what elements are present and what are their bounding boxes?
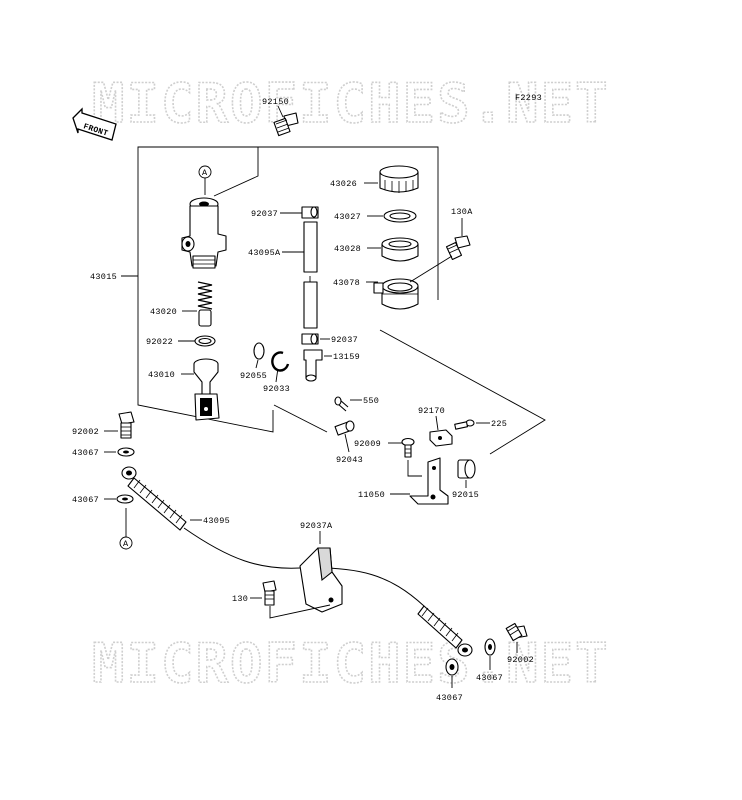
part-92037A-clamp: 92037A [299,521,343,613]
assembly-outline [121,146,546,455]
label-43026: 43026 [330,179,357,189]
svg-text:A: A [123,539,129,549]
label-92002-left: 92002 [72,427,99,437]
part-92009-screw: 92009 [354,437,415,458]
label-43095: 43095 [203,516,230,526]
part-43067-washer-a: 43067 [72,447,135,458]
part-11050-bracket: 11050 [358,457,449,505]
ref-marker-a-top: A [198,165,212,195]
label-43067-d: 43067 [436,693,463,703]
part-92037-clamp-top: 92037 [251,206,319,219]
label-11050: 11050 [358,490,385,500]
label-92170: 92170 [418,406,445,416]
part-43067-washer-d: 43067 [436,658,463,703]
watermark-bottom: MICROFICHES.NET [92,632,610,695]
part-92002-bolt-right: 92002 [505,622,534,665]
part-43078-reservoir: 43078 [333,278,419,310]
part-130-bolt: 130 [232,580,331,619]
label-43010: 43010 [148,370,175,380]
label-43095A: 43095A [248,248,281,258]
ref-marker-a-bottom: A [119,508,133,550]
figure-code: F2293 [515,93,542,103]
label-92033: 92033 [263,384,290,394]
label-43078: 43078 [333,278,360,288]
part-130A-bolt: 130A [409,207,473,283]
label-225: 225 [491,419,507,429]
part-92033-clip: 92033 [263,351,290,394]
part-225-screw: 225 [454,419,507,430]
watermark-top: MICROFICHES.NET [92,72,610,135]
label-43067-a: 43067 [72,448,99,458]
label-92043: 92043 [336,455,363,465]
label-92037A: 92037A [300,521,333,531]
label-92055: 92055 [240,371,267,381]
label-92037-top: 92037 [251,209,278,219]
part-92170-clip: 92170 [418,406,453,447]
part-550-cotter-pin: 550 [334,396,379,412]
part-43067-washer-c: 43067 [476,638,503,683]
part-92022-ring: 92022 [146,335,216,347]
svg-text:A: A [202,168,208,178]
label-43027: 43027 [334,212,361,222]
label-13159: 13159 [333,352,360,362]
part-43026-cap: 43026 [330,165,419,193]
label-92150: 92150 [262,97,289,107]
label-92037-mid: 92037 [331,335,358,345]
label-43067-c: 43067 [476,673,503,683]
label-43020: 43020 [150,307,177,317]
part-13159-elbow: 13159 [303,349,360,382]
part-43010-piston: 43010 [148,358,220,421]
part-92043-pin: 92043 [334,420,363,465]
label-92022: 92022 [146,337,173,347]
part-43015-master-cylinder: 43015 [90,197,227,282]
label-43028: 43028 [334,244,361,254]
part-92055-oring: 92055 [240,342,267,381]
part-43067-washer-b: 43067 [72,494,134,505]
part-92015-bushing: 92015 [452,459,479,500]
label-550: 550 [363,396,379,406]
part-43028-diaphragm: 43028 [334,237,419,262]
part-43095A-hose: 43095A [248,221,318,329]
part-92037-clamp-mid: 92037 [301,333,358,345]
label-43067-b: 43067 [72,495,99,505]
label-92002-right: 92002 [507,655,534,665]
label-43015: 43015 [90,272,117,282]
label-92009: 92009 [354,439,381,449]
label-130: 130 [232,594,248,604]
part-92150-bolt: 92150 [262,97,299,137]
part-43027-plate: 43027 [334,209,417,223]
part-43020-spring: 43020 [150,281,213,327]
label-130A: 130A [451,207,473,217]
part-43095-hose: 43095 [121,466,473,657]
label-92015: 92015 [452,490,479,500]
part-92002-bolt-left: 92002 [72,411,135,439]
